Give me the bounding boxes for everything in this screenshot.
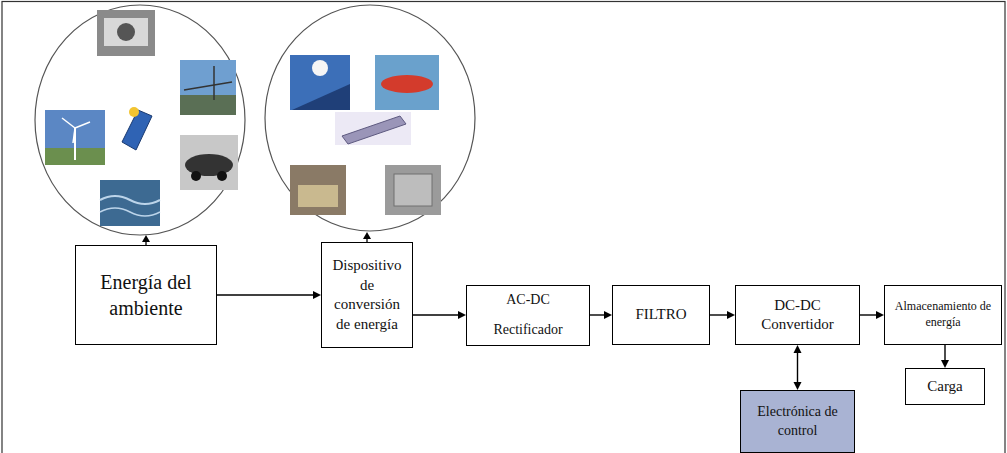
device-box: Dispositivo de conversión de energía [321, 242, 413, 348]
source-box: Energía del ambiente [75, 245, 217, 345]
control-box: Electrónica de control [740, 390, 855, 453]
source-ellipse [35, 5, 245, 235]
box-label: AC-DC [506, 291, 550, 309]
up-arrow [363, 232, 371, 242]
device-ellipse [265, 5, 475, 231]
box-label: Electrónica de control [756, 403, 840, 439]
filter-box: FILTRO [612, 285, 710, 345]
box-label: Carga [927, 377, 963, 397]
flow-arrow [590, 311, 612, 319]
flow-arrow [794, 345, 802, 390]
storage-box: Almacenamiento de energía [884, 285, 1002, 345]
flow-arrow [860, 311, 884, 319]
converter-box: DC-DC Convertidor [735, 285, 860, 345]
flow-arrow [413, 311, 466, 319]
box-label: Rectificador [493, 321, 562, 339]
up-arrow [142, 235, 150, 245]
box-label: FILTRO [635, 305, 686, 325]
rectifier-box: AC-DC Rectificador [466, 285, 590, 346]
box-label: Almacenamiento de energía [893, 299, 993, 330]
box-label: Dispositivo de conversión de energía [328, 256, 406, 334]
box-label: Energía del ambiente [100, 269, 192, 321]
flow-arrow [217, 291, 321, 299]
load-box: Carga [905, 368, 985, 405]
flow-arrow [941, 345, 949, 368]
box-label: DC-DC Convertidor [757, 296, 839, 335]
flow-arrow [710, 311, 735, 319]
device-pictures [290, 55, 441, 215]
source-pictures [45, 10, 238, 226]
